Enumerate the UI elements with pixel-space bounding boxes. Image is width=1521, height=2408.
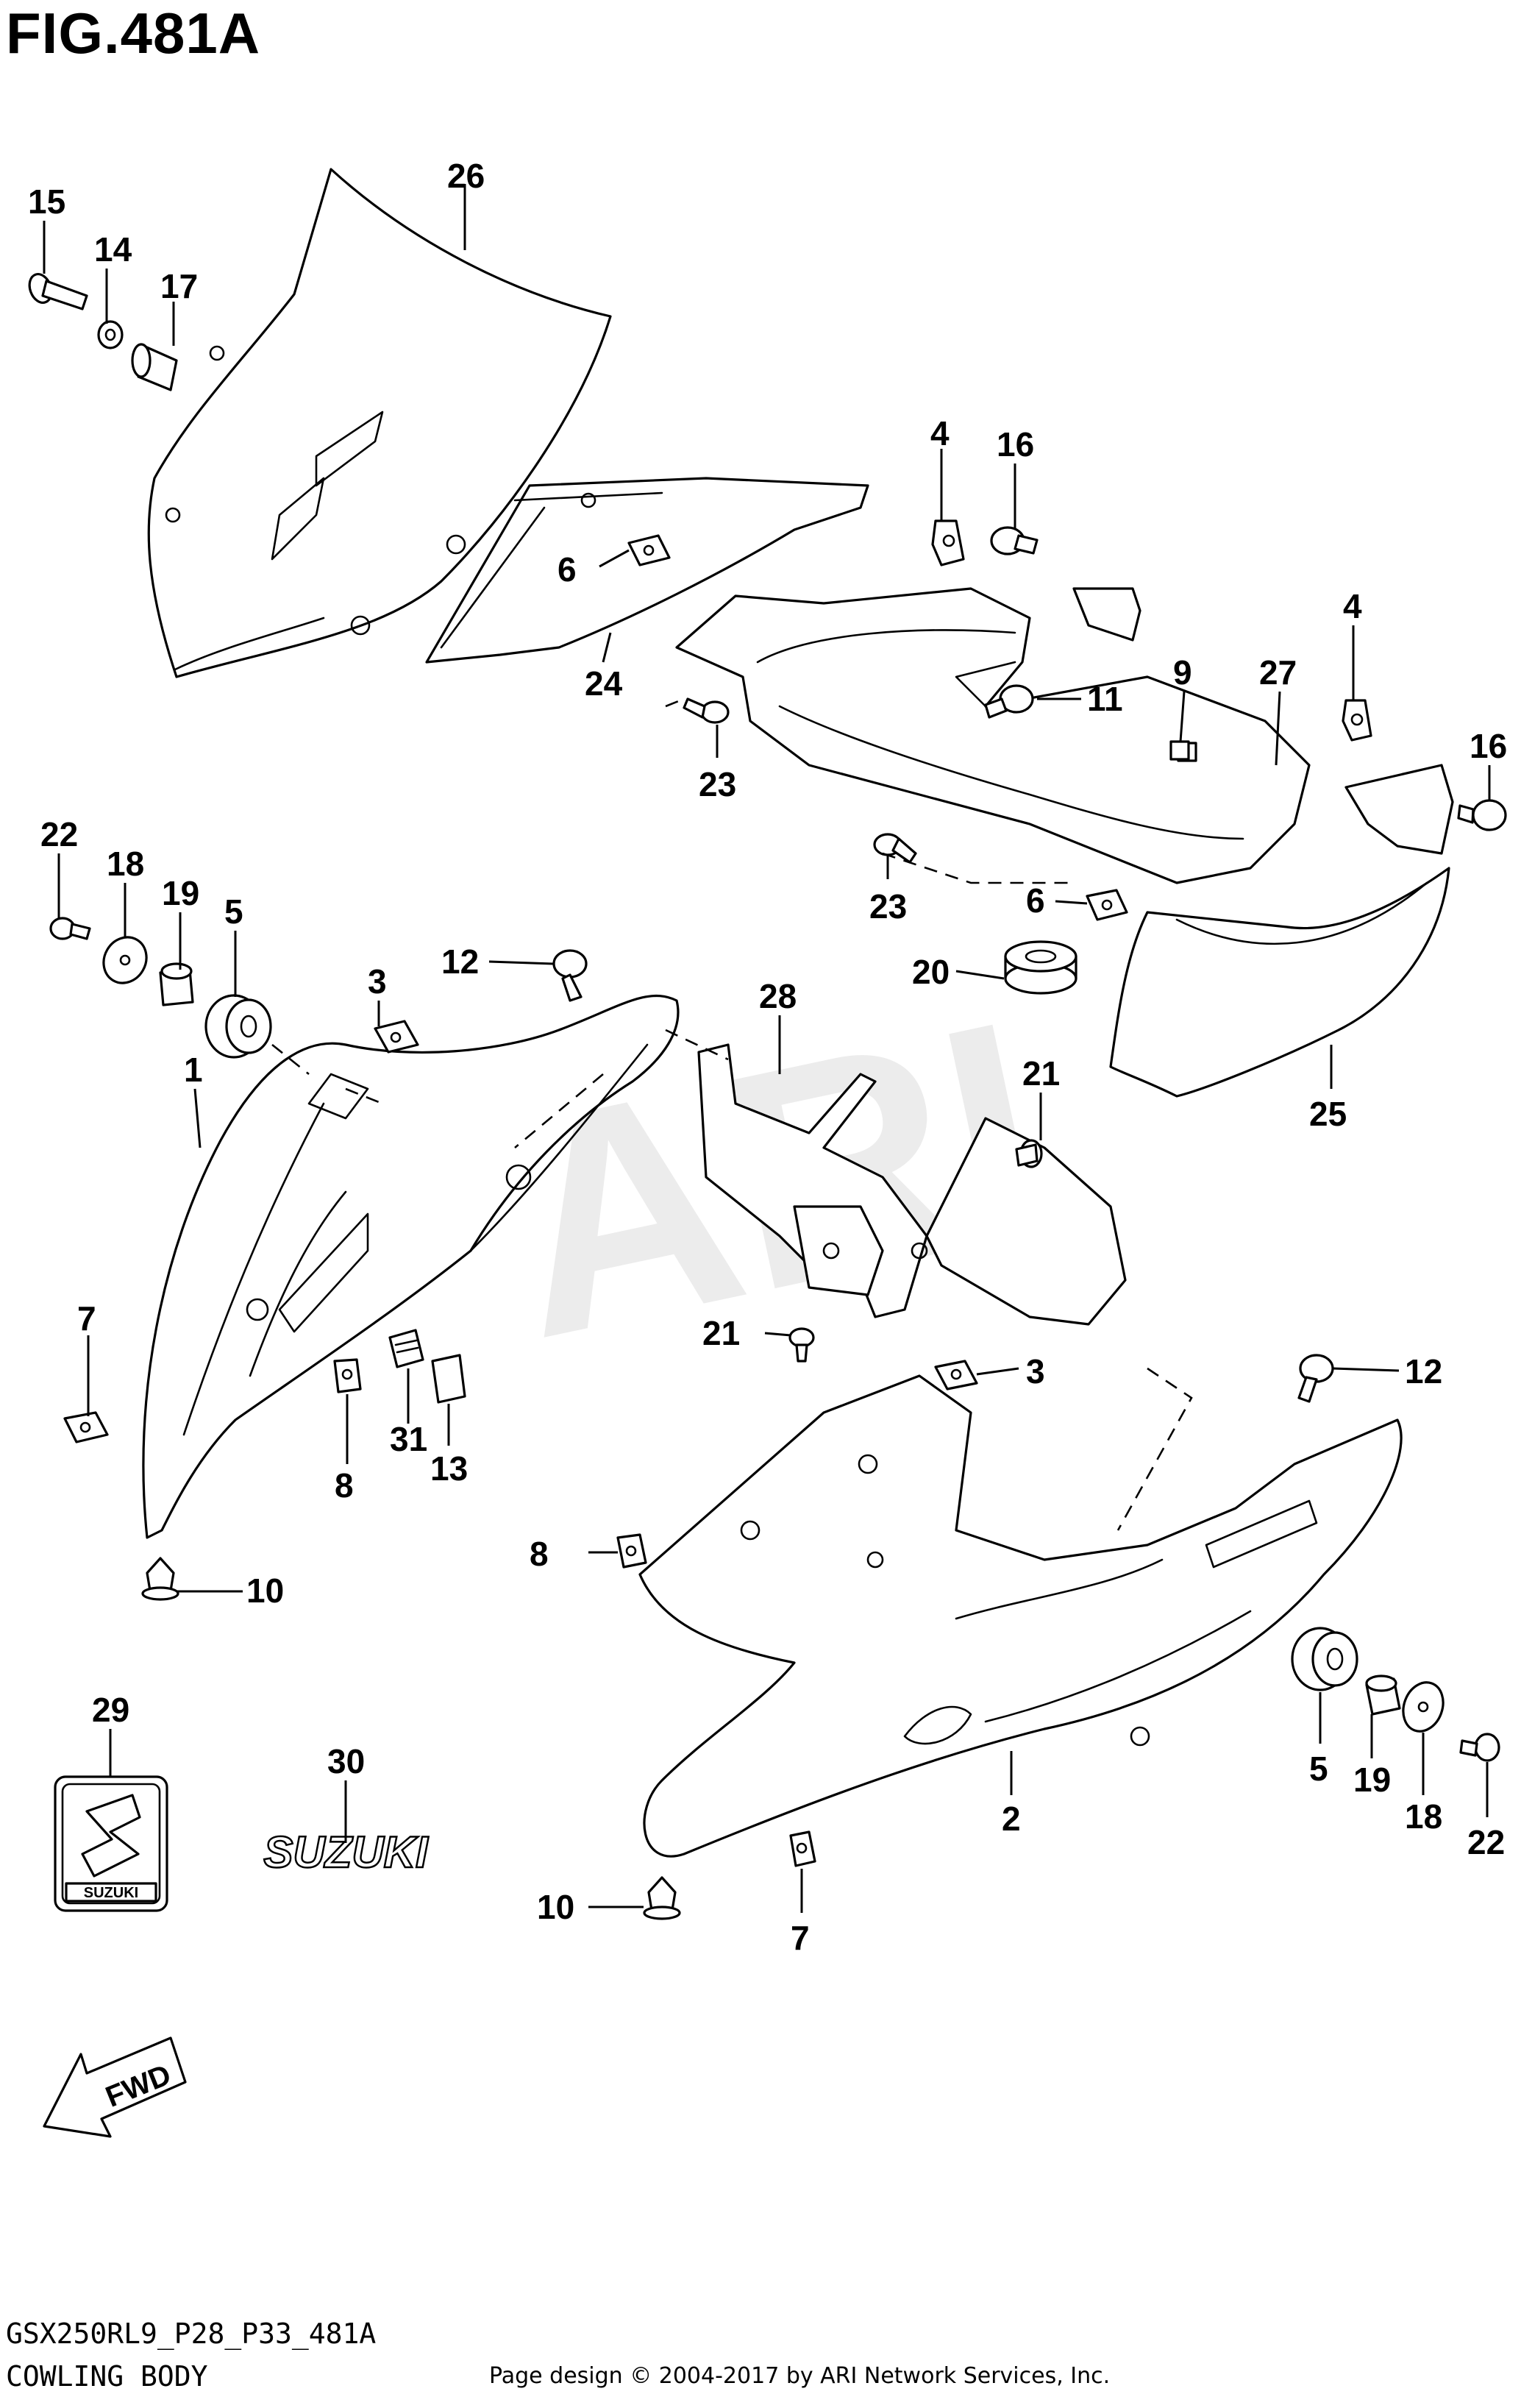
part-10-rivet-left (141, 1557, 179, 1601)
part-22-screw-right (1459, 1733, 1500, 1762)
part-6-nut-lower (1086, 889, 1128, 921)
callout-labels: 26 15 14 17 4 16 6 24 11 9 27 4 16 23 23… (28, 157, 1507, 1957)
callout-19a: 19 (162, 874, 199, 912)
part-9-clip (1169, 740, 1190, 761)
part-3-nut-right (934, 1360, 978, 1391)
part-21-bolt-upper (1015, 1139, 1043, 1168)
callout-7a: 7 (77, 1299, 96, 1338)
part-18-washer-left (102, 936, 148, 984)
part-22-screw-left (49, 917, 91, 940)
callout-24: 24 (585, 664, 623, 703)
part-13-label (431, 1354, 466, 1404)
part-1-left-cowling (142, 994, 680, 1539)
part-4-nut-upper (931, 519, 965, 567)
part-5-grommet-left (204, 994, 272, 1059)
diagram-name: COWLING BODY (6, 2360, 208, 2393)
part-12-screw-lower (1297, 1354, 1334, 1403)
callout-22a: 22 (40, 815, 78, 853)
assembly-lines (271, 697, 1193, 1531)
part-18-washer-right (1402, 1681, 1445, 1733)
callout-16a: 16 (997, 425, 1034, 464)
part-4-nut-lower (1342, 699, 1372, 742)
part-11-screw (984, 684, 1034, 719)
leader-lines (43, 184, 1491, 1913)
callout-13: 13 (430, 1449, 468, 1488)
emblem-text: SUZUKI (84, 1885, 138, 1901)
part-7-nut-left (63, 1411, 109, 1443)
callout-12a: 12 (441, 942, 479, 981)
callout-21a: 21 (1022, 1054, 1060, 1093)
callout-6a: 6 (558, 550, 577, 589)
callout-29: 29 (92, 1691, 129, 1729)
callout-14: 14 (94, 230, 132, 269)
callout-10b: 10 (537, 1888, 574, 1926)
part-7-nut-right (789, 1830, 816, 1867)
part-16-screw-lower (1457, 799, 1507, 831)
callout-11: 11 (1087, 680, 1123, 718)
part-2-right-cowling (638, 1374, 1403, 1858)
callout-5b: 5 (1309, 1750, 1328, 1788)
callout-19b: 19 (1353, 1761, 1391, 1799)
part-8-nut-left (333, 1358, 362, 1393)
callout-4a: 4 (930, 414, 950, 452)
part-28-bracket (697, 1043, 1127, 1326)
callout-28: 28 (759, 977, 797, 1015)
callout-18a: 18 (107, 845, 144, 883)
figure-title: FIG.481A (6, 1, 261, 65)
callout-1: 1 (184, 1051, 203, 1089)
callout-8b: 8 (530, 1535, 549, 1573)
part-23-screw-lower (873, 833, 917, 864)
part-12-screw-upper (552, 949, 588, 1002)
callout-26: 26 (447, 157, 485, 195)
callout-23b: 23 (869, 887, 907, 926)
part-8-nut-right (616, 1533, 647, 1569)
callout-20: 20 (912, 953, 950, 991)
callout-23a: 23 (699, 765, 736, 803)
part-25-side-cover (1109, 867, 1450, 1098)
part-17-collar (131, 343, 178, 391)
part-26-windscreen (147, 168, 612, 678)
part-16-screw-upper (990, 526, 1039, 555)
callout-25: 25 (1309, 1095, 1347, 1133)
part-5-grommet-right (1291, 1627, 1358, 1691)
part-10-rivet-right (643, 1876, 681, 1920)
callout-7b: 7 (791, 1919, 810, 1957)
callout-17: 17 (160, 267, 198, 305)
callout-5a: 5 (224, 892, 243, 931)
part-20-grommet (1004, 940, 1077, 995)
part-3-nut-left (374, 1020, 419, 1054)
copyright-notice: Page design © 2004-2017 by ARI Network S… (489, 2363, 1111, 2389)
callout-6b: 6 (1026, 881, 1045, 920)
part-19-collar-left (159, 962, 194, 1006)
part-21-bolt-lower (788, 1327, 815, 1363)
part-27-inner-frame (675, 587, 1454, 884)
callout-4b: 4 (1343, 587, 1362, 625)
part-31-label (388, 1329, 424, 1368)
part-19-collar-right (1365, 1674, 1401, 1716)
part-6-nut-upper (627, 534, 671, 567)
callout-22b: 22 (1467, 1823, 1505, 1861)
callout-16b: 16 (1470, 727, 1507, 765)
callout-27: 27 (1259, 653, 1297, 692)
part-24-inner-panel (425, 477, 869, 664)
part-15-screw (28, 273, 88, 310)
fwd-arrow-icon: FWD (43, 2036, 187, 2138)
callout-10a: 10 (246, 1571, 284, 1610)
callout-12b: 12 (1405, 1352, 1442, 1391)
part-23-screw-upper (683, 697, 730, 724)
callout-3b: 3 (1026, 1352, 1045, 1391)
callout-8a: 8 (335, 1466, 354, 1505)
callout-30: 30 (327, 1742, 365, 1780)
callout-15: 15 (28, 182, 65, 221)
callout-2: 2 (1002, 1800, 1021, 1838)
callout-9: 9 (1173, 653, 1192, 692)
callout-18b: 18 (1405, 1797, 1442, 1836)
callout-31: 31 (390, 1420, 427, 1458)
part-14-washer (97, 320, 124, 349)
callout-3a: 3 (368, 962, 387, 1001)
callout-21b: 21 (702, 1314, 740, 1352)
part-29-emblem: SUZUKI (54, 1775, 168, 1912)
diagram-code: GSX250RL9_P28_P33_481A (6, 2318, 377, 2350)
